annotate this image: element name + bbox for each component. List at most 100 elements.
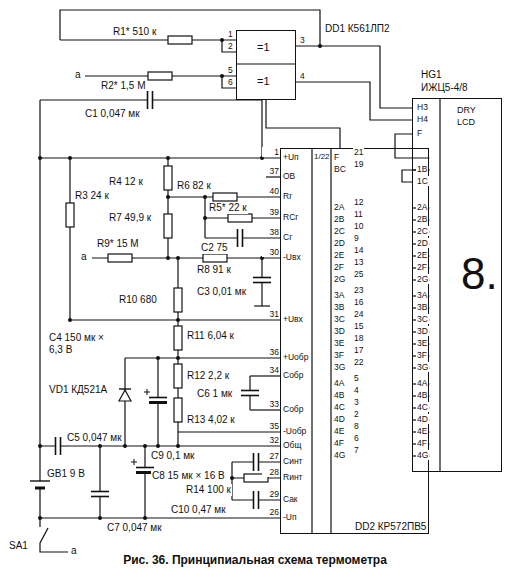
pin-name: Cобр	[282, 370, 304, 380]
component-label: R9* 15 М	[96, 238, 140, 250]
wire	[232, 499, 280, 500]
pin-name: 4F	[333, 438, 345, 448]
wire	[249, 376, 250, 410]
switch-symbol	[36, 527, 48, 543]
wire	[40, 100, 262, 158]
chip-text: DD1 К561ЛП2	[325, 23, 390, 35]
wire	[222, 76, 236, 88]
component-label: C1 0,047 мк	[84, 108, 141, 120]
wire	[250, 409, 280, 410]
component-label: R2* 1,5 М	[100, 80, 146, 92]
pin-name: 3D	[333, 326, 346, 336]
pin-number: 17	[353, 345, 364, 355]
component-label: C3 0,01 мк	[196, 286, 247, 298]
pin-number: 24	[353, 309, 364, 319]
pin-name: F	[333, 152, 340, 162]
segment-label: 4F	[416, 438, 428, 448]
pin-number: 22	[353, 357, 364, 367]
segment-label: 2F	[416, 262, 428, 272]
wire	[250, 375, 280, 376]
pin-number: 35	[262, 421, 280, 431]
resistor-symbol	[203, 254, 227, 262]
segment-label: 2G	[416, 274, 429, 284]
pin-number: 4	[299, 71, 306, 81]
pin-name: +Uобр	[282, 352, 309, 362]
segment-label: 2C	[416, 226, 429, 236]
wire-connector	[296, 46, 412, 108]
diode-symbol	[119, 389, 131, 401]
pin-name: +Uп	[282, 152, 300, 162]
resistor-symbol	[174, 364, 182, 388]
junction-dot	[156, 444, 160, 448]
component-label: R11 6,04 к	[186, 330, 235, 342]
junction-dot	[176, 256, 180, 260]
wire	[99, 446, 100, 518]
component-label: а	[80, 251, 88, 263]
wire	[311, 148, 312, 534]
segment-label: 2A	[416, 202, 428, 212]
logic-chip: DD1 К561ЛП2=1=1	[236, 30, 296, 100]
pin-number: 19	[353, 159, 364, 169]
component-label: R14 100 к	[185, 484, 232, 496]
pin-number: 1	[227, 29, 234, 39]
pin-name: 4A	[333, 378, 345, 388]
pin-number: 2	[353, 409, 360, 419]
component-label: R13 4,02 к	[186, 414, 236, 426]
pin-name: 4C	[333, 402, 346, 412]
segment-label: 1B	[416, 164, 428, 174]
junction-dot	[176, 318, 180, 322]
pin-name: 3E	[333, 338, 345, 348]
pin-number: 21	[353, 147, 364, 157]
pin-name: Cг	[282, 232, 293, 242]
component-label: R5* 22 к	[208, 202, 248, 214]
pin-number: 37	[262, 166, 280, 176]
chip-text: =1	[257, 41, 270, 54]
capacitor-symbol	[253, 278, 271, 283]
junction-dot	[203, 195, 207, 199]
junction-dot	[166, 195, 170, 199]
pin-number: 2	[227, 41, 234, 51]
wire	[60, 10, 320, 46]
wire	[178, 431, 280, 432]
capacitor-symbol	[91, 492, 109, 497]
battery-symbol	[30, 481, 50, 488]
wire	[222, 40, 236, 52]
resistor-symbol	[164, 214, 172, 238]
pin-name: 4E	[333, 426, 345, 436]
junction-dot	[98, 444, 102, 448]
pin-number: 13	[353, 257, 364, 267]
wire	[70, 158, 280, 320]
junction-dot	[220, 74, 224, 78]
pin-number: 40	[262, 186, 280, 196]
component-label: R10 680	[118, 294, 158, 306]
junction-dot	[143, 516, 147, 520]
junction-dot	[156, 356, 160, 360]
capacitor-symbol	[254, 491, 259, 509]
chip-text: LCD	[457, 117, 475, 127]
pin-name: 3F	[333, 350, 345, 360]
resistor-symbol	[108, 254, 132, 262]
junction-dot	[68, 318, 72, 322]
capacitor-symbol	[148, 91, 153, 109]
component-label: VD1 КД521А	[48, 384, 108, 396]
pin-number: 30	[262, 247, 280, 257]
component-label: R12 2,2 к	[186, 370, 230, 382]
pin-name: 2D	[333, 238, 346, 248]
pin-name: Rинт	[282, 472, 303, 482]
pin-name: 4G	[333, 450, 346, 460]
segment-label: 1C	[416, 176, 429, 186]
wire	[40, 517, 280, 518]
resistor-symbol	[228, 214, 252, 222]
resistor-symbol	[148, 72, 172, 80]
pin-number: 6	[353, 433, 360, 443]
wire	[124, 358, 125, 446]
pin-number: 1	[262, 147, 280, 157]
wire	[330, 148, 331, 534]
pin-number: 39	[262, 207, 280, 217]
component-label: C9 0,1 мк	[150, 450, 196, 462]
pin-name: 2E	[333, 250, 345, 260]
segment-label: 4G	[416, 450, 429, 460]
pin-name: BC	[333, 164, 347, 174]
pin-number: 8	[353, 421, 360, 431]
wire	[125, 357, 280, 358]
